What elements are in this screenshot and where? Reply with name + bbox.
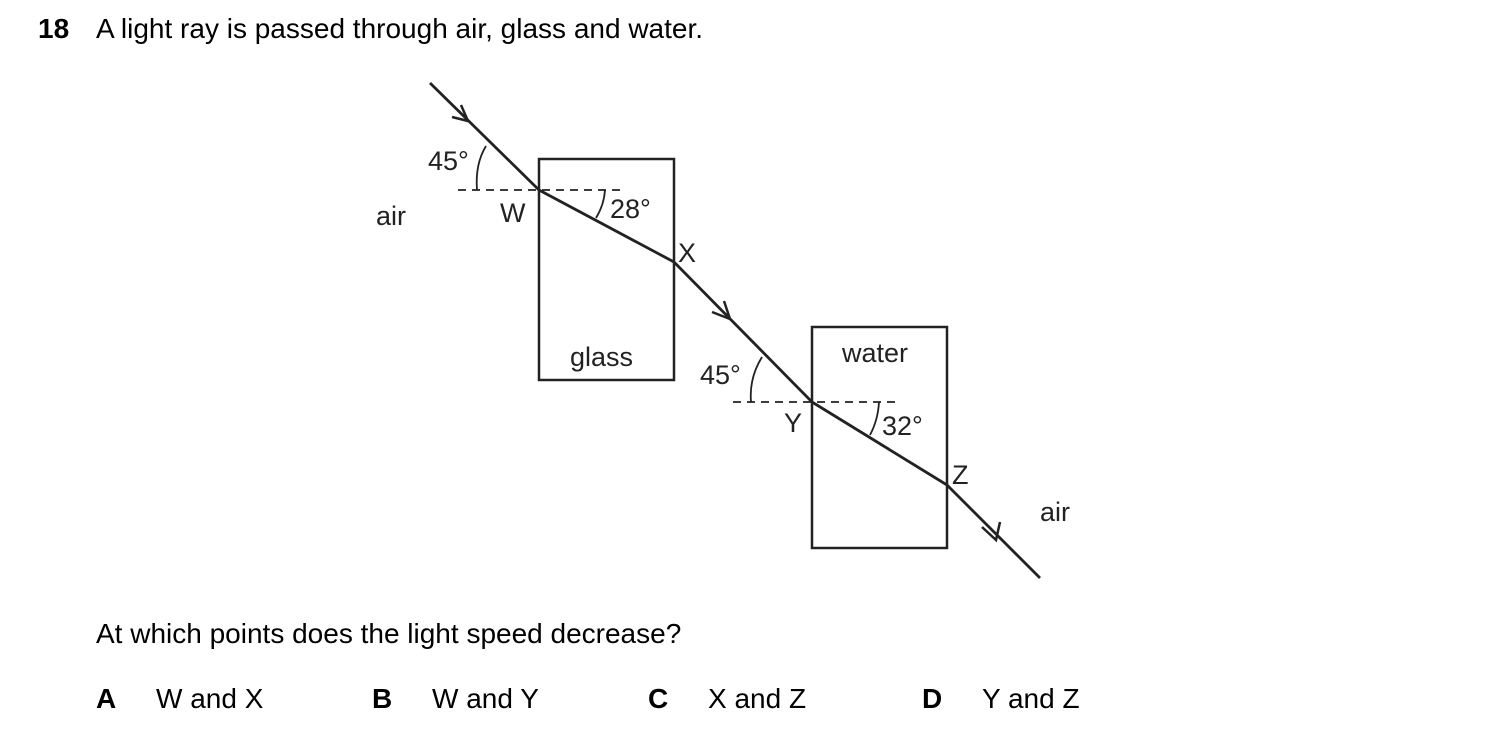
- water-block: [810, 325, 949, 550]
- label-angle-incident-2: 45°: [700, 360, 741, 390]
- glass-block: [537, 157, 676, 382]
- label-glass: glass: [570, 342, 633, 372]
- option-text: Y and Z: [982, 683, 1080, 714]
- option-letter: D: [922, 683, 943, 714]
- label-point-y: Y: [784, 408, 802, 438]
- option-letter: A: [96, 683, 117, 714]
- label-air-right: air: [1040, 497, 1070, 527]
- angle-arc-32-y: [869, 401, 880, 436]
- arrow-icon-3: [981, 521, 1002, 543]
- option-c[interactable]: C X and Z: [648, 682, 806, 716]
- angle-arc-45-y: [749, 356, 763, 403]
- question-number: 18: [38, 13, 70, 44]
- label-point-x: X: [678, 238, 696, 268]
- label-point-z: Z: [952, 460, 969, 490]
- label-angle-incident-1: 45°: [428, 146, 469, 176]
- arrow-icon-1: [451, 104, 471, 123]
- light-ray: [429, 82, 1041, 579]
- angle-arc-28-w: [595, 189, 606, 219]
- option-text: X and Z: [708, 683, 807, 714]
- option-d[interactable]: D Y and Z: [922, 682, 1080, 716]
- arrow-icon-2: [711, 300, 733, 322]
- label-point-w: W: [500, 198, 526, 228]
- option-letter: B: [372, 683, 393, 714]
- option-a[interactable]: A W and X: [96, 682, 263, 716]
- label-angle-refracted-glass: 28°: [610, 194, 651, 224]
- option-b[interactable]: B W and Y: [372, 682, 539, 716]
- question-prompt: At which points does the light speed dec…: [96, 618, 682, 649]
- option-letter: C: [648, 683, 669, 714]
- option-text: W and X: [156, 683, 264, 714]
- option-text: W and Y: [432, 683, 539, 714]
- angle-arc-45-w: [475, 145, 487, 191]
- label-angle-refracted-water: 32°: [882, 411, 923, 441]
- label-air-left: air: [376, 201, 406, 231]
- question-text: A light ray is passed through air, glass…: [96, 13, 704, 44]
- label-water: water: [841, 338, 908, 368]
